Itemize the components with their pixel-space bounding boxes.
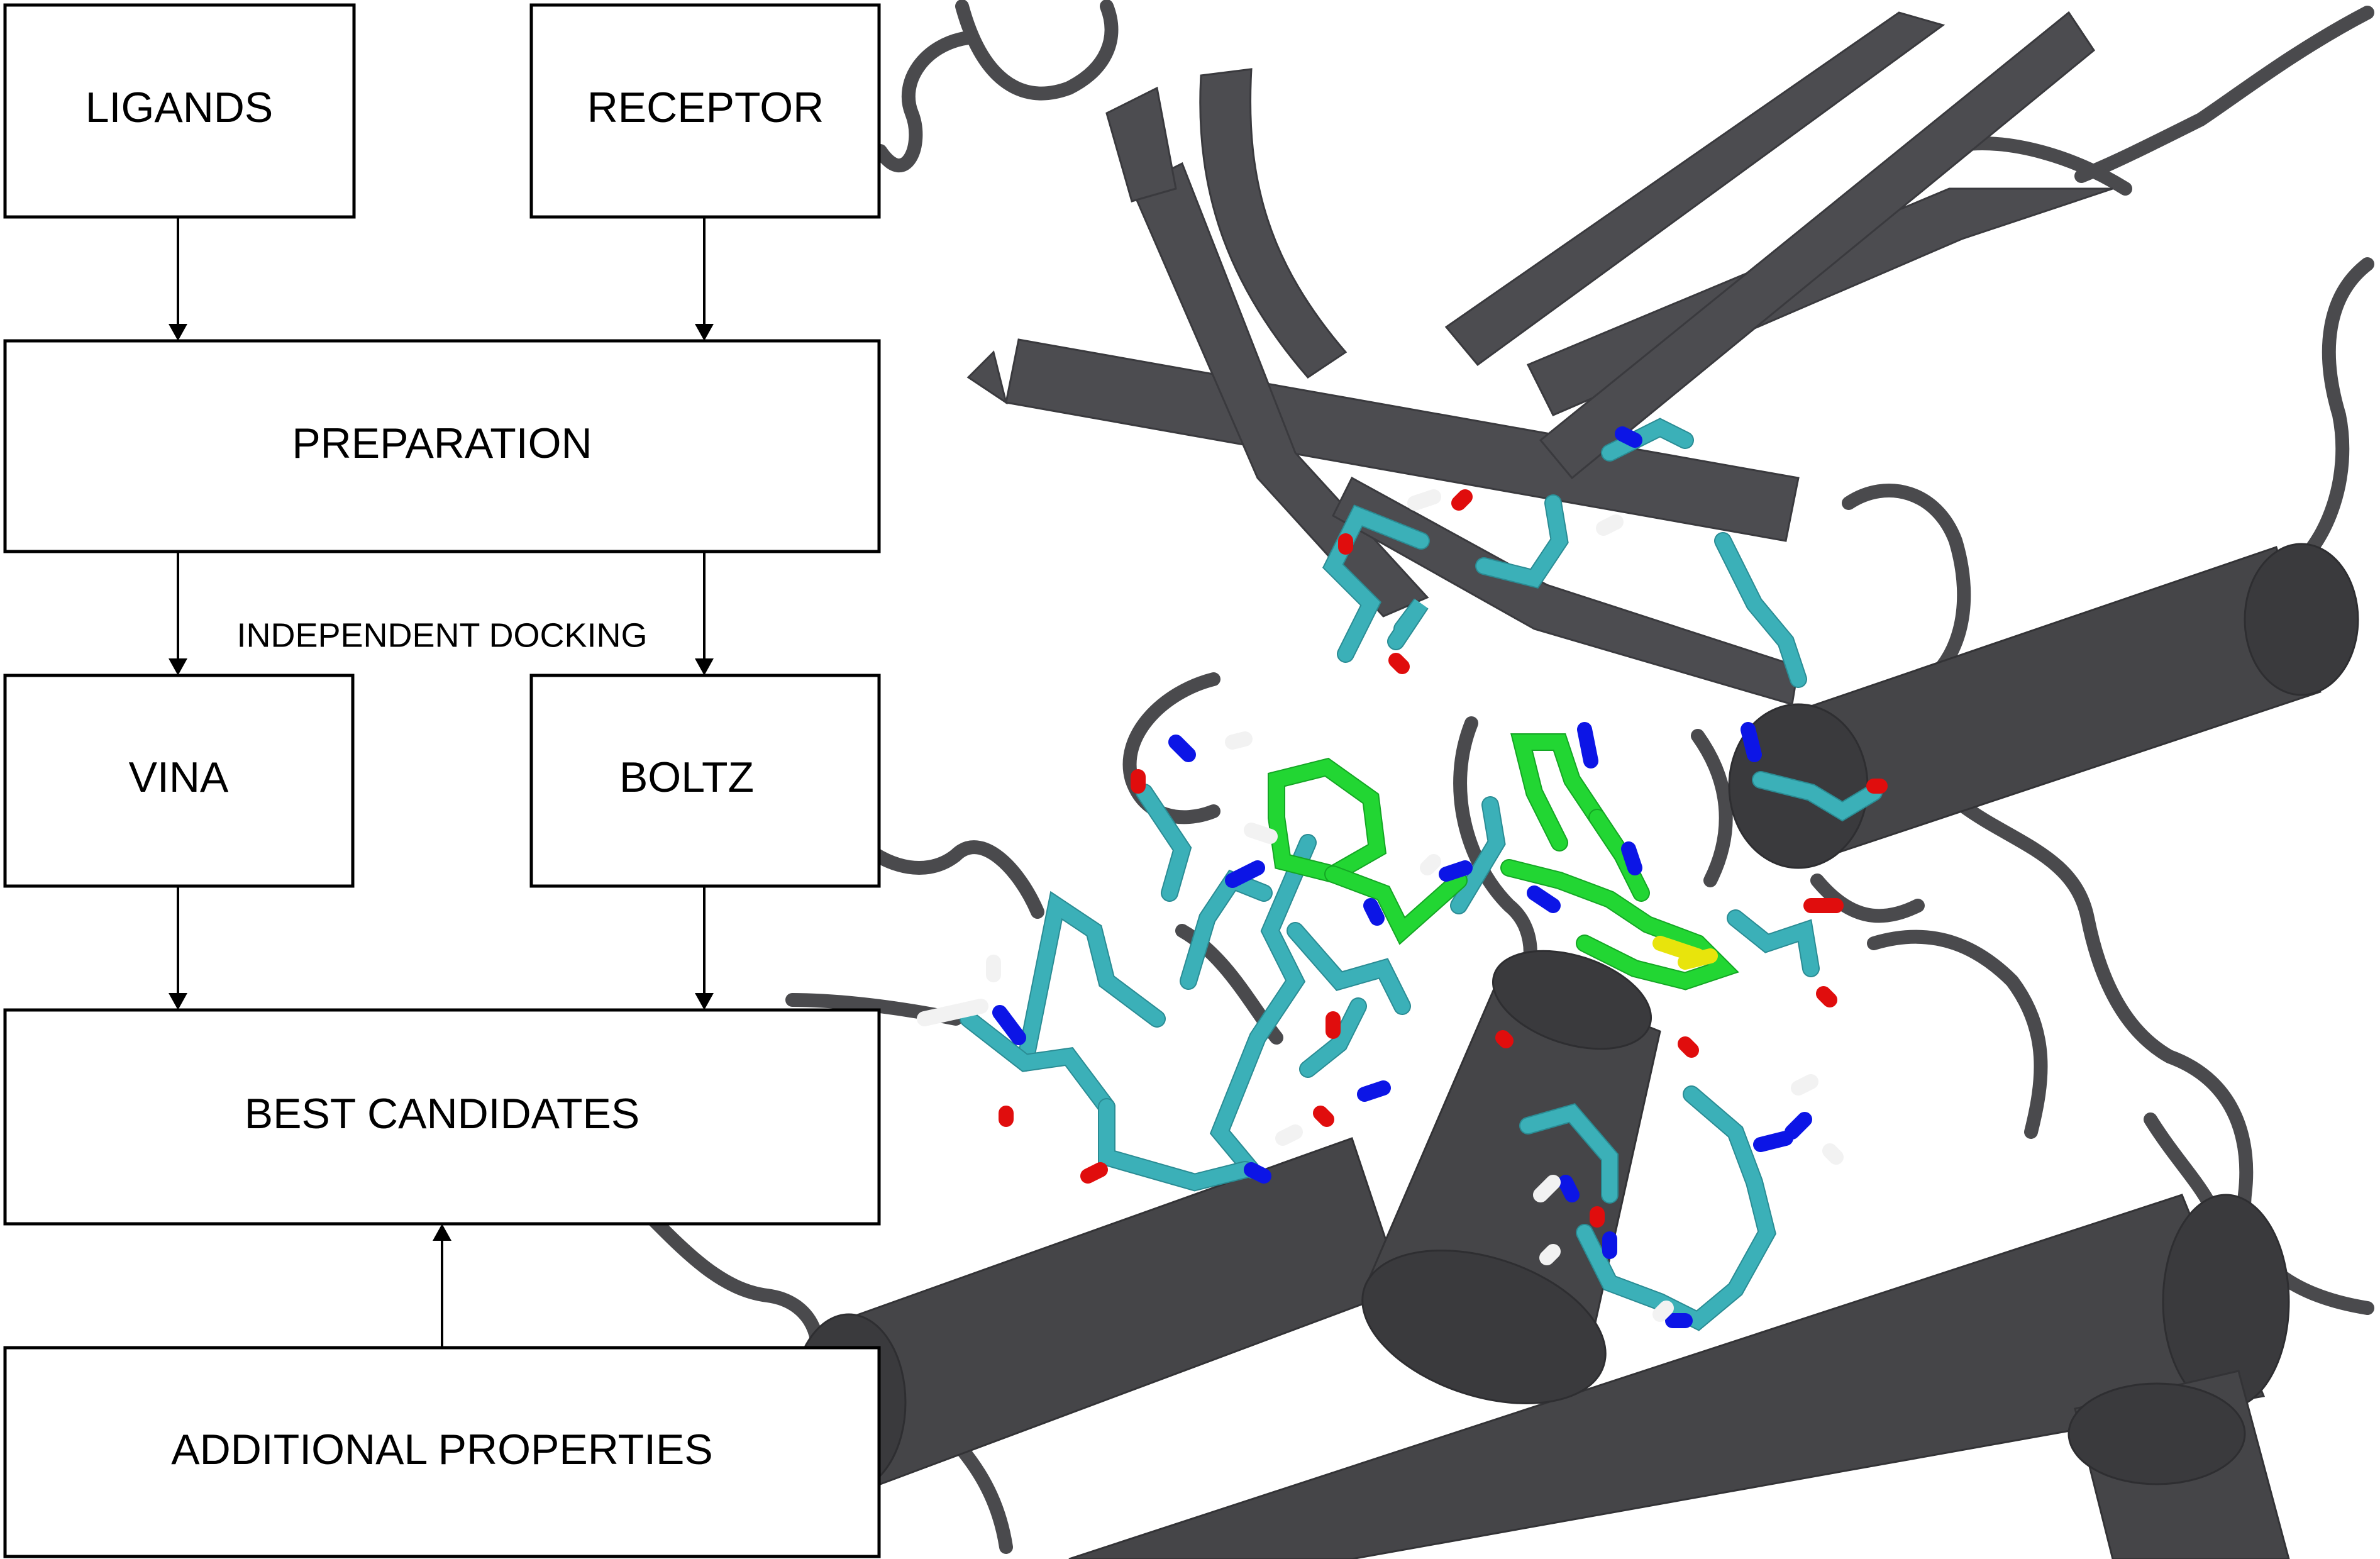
arrowhead-ligands-to-preparation	[169, 324, 187, 341]
flow-box-boltz: BOLTZ	[529, 674, 881, 888]
box-label-ligands: LIGANDS	[86, 84, 274, 131]
arrowhead-receptor-to-preparation	[695, 324, 714, 341]
box-label-vina: VINA	[129, 753, 229, 801]
box-label-best-candidates: BEST CANDIDATES	[245, 1090, 640, 1138]
helix-center	[1361, 950, 1661, 1405]
box-label-receptor: RECEPTOR	[587, 84, 824, 131]
edge-label-independent-docking: INDEPENDENT DOCKING	[236, 616, 647, 654]
flow-box-preparation: PREPARATION	[3, 339, 881, 553]
binding-site-residues	[960, 418, 1883, 1331]
arrowhead-boltz-to-best-candidates	[695, 993, 714, 1010]
box-label-preparation: PREPARATION	[292, 419, 592, 467]
flow-box-additional-properties: ADDITIONAL PROPERTIES	[3, 1346, 881, 1558]
flow-arrows	[169, 217, 714, 1348]
helix-bottom	[1068, 1194, 2290, 1559]
arrowhead-additional-properties-to-best-candidates	[433, 1224, 451, 1241]
oxygen-atoms	[999, 489, 1888, 1228]
protein-beta-sheets	[966, 11, 2113, 706]
nitrogen-atoms	[992, 426, 1812, 1328]
helix-bottom-right	[2067, 1370, 2290, 1559]
flow-box-best-candidates: BEST CANDIDATES	[3, 1008, 881, 1226]
bound-ligand	[1268, 733, 1739, 990]
flow-box-vina: VINA	[3, 674, 355, 888]
box-label-boltz: BOLTZ	[619, 753, 754, 801]
flow-box-ligands: LIGANDS	[3, 3, 356, 219]
arrowhead-vina-to-best-candidates	[169, 993, 187, 1010]
helix-lower-left	[791, 1137, 1403, 1492]
docking-workflow-flowchart: LIGANDS RECEPTOR PREPARATION INDEPENDENT…	[3, 3, 881, 1558]
flow-box-receptor: RECEPTOR	[529, 3, 881, 219]
arrowhead-preparation-to-boltz	[695, 658, 714, 675]
helix-right-upper	[1728, 543, 2359, 869]
protein-ligand-structure-render	[622, 0, 2374, 1559]
hydrogen-atoms	[917, 489, 1844, 1322]
arrowhead-preparation-to-vina	[169, 658, 187, 675]
box-label-additional-properties: ADDITIONAL PROPERTIES	[171, 1426, 713, 1473]
